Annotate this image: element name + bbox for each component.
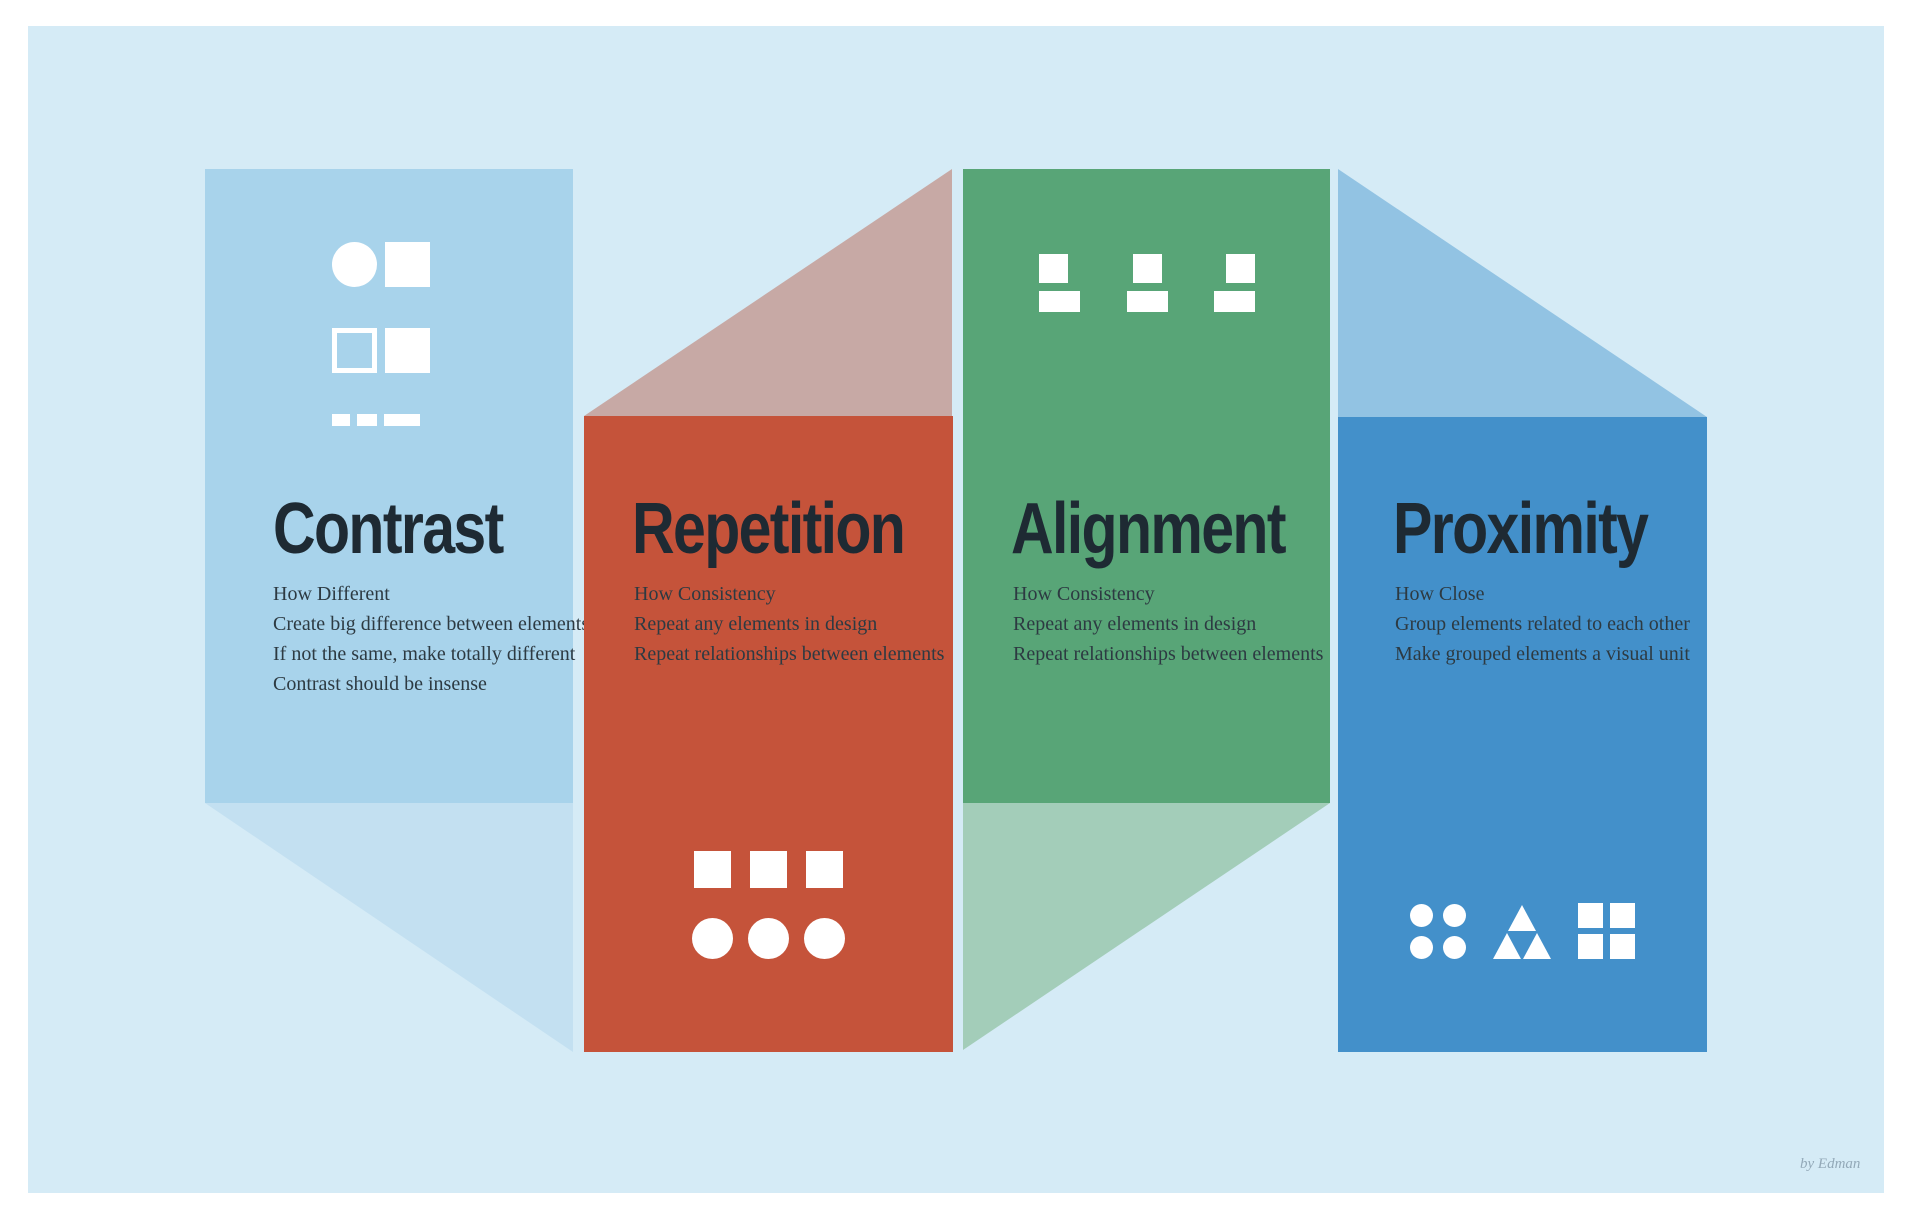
- panel-proximity: Proximity How Close Group elements relat…: [1338, 417, 1707, 1052]
- right-aligned-blocks-icon: [1213, 254, 1255, 312]
- panel-repetition: Repetition How Consistency Repeat any el…: [584, 416, 953, 1052]
- grouped-shapes-icon: [1338, 903, 1707, 959]
- panel-description-contrast: How Different Create big difference betw…: [273, 579, 589, 699]
- panel-title-repetition: Repetition: [632, 489, 906, 569]
- triangle-icon: [1523, 933, 1551, 959]
- panel-description-repetition: How Consistency Repeat any elements in d…: [634, 579, 944, 669]
- description-line: Repeat any elements in design: [1013, 613, 1257, 635]
- panel-title-proximity: Proximity: [1393, 489, 1649, 569]
- triangle-icon: [1508, 905, 1536, 931]
- triangle-row: [1493, 933, 1551, 959]
- description-line: Create big difference between elements: [273, 613, 590, 635]
- description-line: Group elements related to each other: [1395, 613, 1690, 635]
- panel-contrast: Contrast How Different Create big differ…: [205, 169, 589, 803]
- square-icon: [750, 851, 787, 888]
- left-aligned-blocks-icon: [1039, 254, 1081, 312]
- square-icon: [1610, 903, 1635, 928]
- block-icon: [1039, 291, 1080, 312]
- contrast-icon-row-circle-square: [332, 242, 430, 287]
- repeated-squares-circles-icon: [584, 851, 953, 959]
- contrast-icon-row-outline-square: [332, 328, 430, 373]
- square-group-icon: [1578, 903, 1635, 959]
- square-icon: [1578, 934, 1603, 959]
- block-icon: [1126, 291, 1168, 312]
- circle-icon: [1443, 936, 1466, 959]
- filled-square-icon: [385, 242, 430, 287]
- panel-title-contrast: Contrast: [273, 489, 504, 569]
- circle-icon: [1443, 904, 1466, 927]
- triangle-icon: [1493, 933, 1521, 959]
- description-line: How Consistency: [1013, 583, 1155, 605]
- circle-icon: [748, 918, 789, 959]
- outlined-square-icon: [332, 328, 377, 373]
- panel-title-alignment: Alignment: [1011, 489, 1287, 569]
- description-line: Contrast should be insense: [273, 673, 487, 695]
- repetition-circles-row: [692, 918, 845, 959]
- filled-square-icon: [385, 328, 430, 373]
- description-line: If not the same, make totally different: [273, 643, 576, 665]
- block-icon: [1214, 291, 1255, 312]
- circle-icon: [1410, 904, 1433, 927]
- square-icon: [1578, 903, 1603, 928]
- circle-icon: [692, 918, 733, 959]
- description-line: How Close: [1395, 583, 1485, 605]
- block-icon: [1132, 254, 1162, 283]
- repetition-squares-row: [694, 851, 843, 888]
- block-icon: [1039, 254, 1068, 283]
- circle-icon: [332, 242, 377, 287]
- square-icon: [806, 851, 843, 888]
- panel-description-proximity: How Close Group elements related to each…: [1395, 579, 1690, 669]
- square-icon: [1610, 934, 1635, 959]
- panel-description-alignment: How Consistency Repeat any elements in d…: [1013, 579, 1323, 669]
- block-icon: [1226, 254, 1255, 283]
- circle-group-icon: [1410, 904, 1466, 959]
- long-dash-icon: [384, 414, 420, 426]
- description-line: Make grouped elements a visual unit: [1395, 643, 1690, 665]
- contrast-shapes-icon: [332, 242, 430, 426]
- contrast-icon-row-dashes: [332, 414, 420, 426]
- short-dash-icon: [332, 414, 350, 426]
- short-dash-icon: [357, 414, 377, 426]
- center-aligned-blocks-icon: [1126, 254, 1168, 312]
- circle-icon: [1410, 936, 1433, 959]
- aligned-blocks-icon: [1039, 254, 1255, 312]
- panel-alignment: Alignment How Consistency Repeat any ele…: [963, 169, 1330, 803]
- square-icon: [694, 851, 731, 888]
- circle-icon: [804, 918, 845, 959]
- description-line: How Consistency: [634, 583, 776, 605]
- description-line: Repeat any elements in design: [634, 613, 878, 635]
- triangle-group-icon: [1493, 905, 1551, 959]
- author-credit: by Edman: [1800, 1156, 1861, 1172]
- description-line: How Different: [273, 583, 390, 605]
- description-line: Repeat relationships between elements: [634, 643, 945, 665]
- description-line: Repeat relationships between elements: [1013, 643, 1324, 665]
